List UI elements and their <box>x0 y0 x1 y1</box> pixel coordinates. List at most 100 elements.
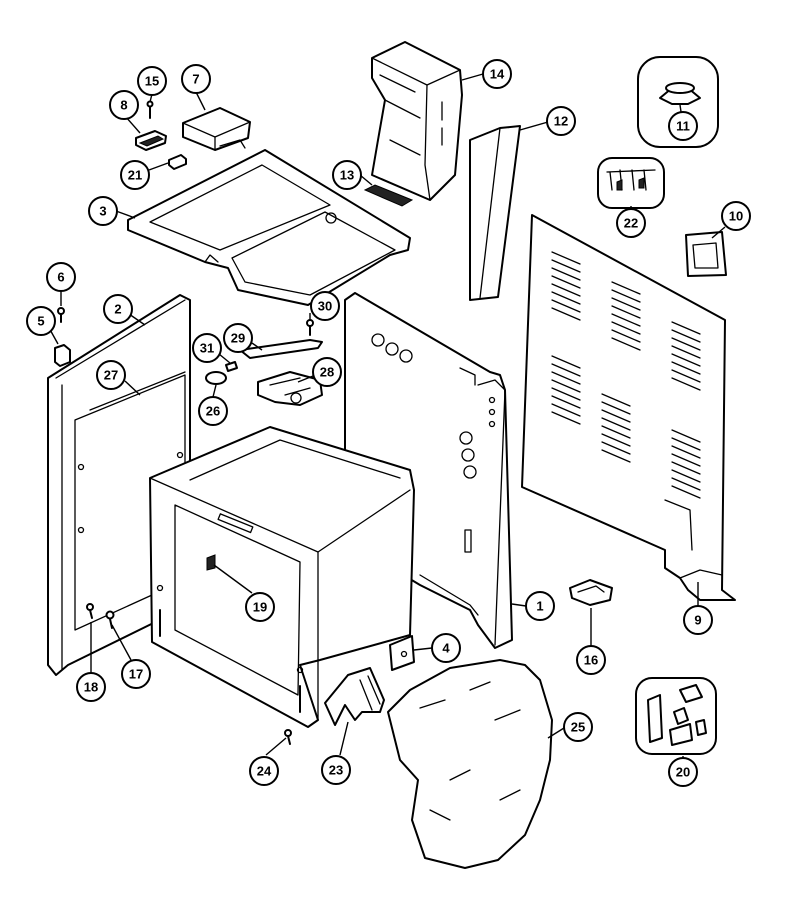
svg-text:31: 31 <box>200 341 214 356</box>
callout-1: 1 <box>525 591 555 621</box>
callout-23: 23 <box>321 755 351 785</box>
callout-4: 4 <box>431 633 461 663</box>
callout-9: 9 <box>683 605 713 635</box>
louver-slot <box>601 441 631 455</box>
callout-24: 24 <box>249 756 279 786</box>
callout-2: 2 <box>103 294 133 324</box>
louver-slot <box>671 361 701 375</box>
hinge-screw <box>284 729 292 745</box>
svg-text:24: 24 <box>257 764 272 779</box>
callout-10: 10 <box>721 201 751 231</box>
louver-slot <box>611 329 641 343</box>
leveling-bracket <box>569 579 613 606</box>
svg-text:21: 21 <box>128 168 142 183</box>
louver-slot <box>601 425 631 439</box>
svg-text:18: 18 <box>84 680 98 695</box>
callout-19: 19 <box>245 592 275 622</box>
callout-3: 3 <box>88 196 118 226</box>
louver-slot <box>671 329 701 343</box>
svg-text:3: 3 <box>99 204 106 219</box>
louver-slot <box>611 313 641 327</box>
svg-text:19: 19 <box>253 600 267 615</box>
door-hinge <box>324 667 385 726</box>
top-panel <box>127 149 411 306</box>
louver-slot <box>601 449 631 463</box>
louver-slot <box>611 297 641 311</box>
svg-text:12: 12 <box>554 114 568 129</box>
svg-text:30: 30 <box>318 299 332 314</box>
vertical-strip <box>469 125 521 301</box>
svg-text:17: 17 <box>129 667 143 682</box>
louver-slot <box>551 283 581 297</box>
small-screw <box>146 100 154 119</box>
svg-text:28: 28 <box>320 365 334 380</box>
louver-slot <box>671 429 701 443</box>
louver-slot <box>601 401 631 415</box>
module-box <box>182 107 251 151</box>
callout-8: 8 <box>109 90 139 120</box>
oven-cavity <box>149 426 415 728</box>
callout-29: 29 <box>223 323 253 353</box>
svg-text:9: 9 <box>694 613 701 628</box>
louver-slot <box>671 453 701 467</box>
louver-slot <box>671 445 701 459</box>
louver-slot <box>551 307 581 321</box>
louver-slot <box>601 393 631 407</box>
callout-5: 5 <box>26 306 56 336</box>
svg-text:11: 11 <box>676 119 690 134</box>
callout-27: 27 <box>96 360 126 390</box>
louver-slot <box>551 403 581 417</box>
callout-16: 16 <box>576 645 606 675</box>
svg-text:5: 5 <box>37 314 44 329</box>
louver-slot <box>551 355 581 369</box>
latch-assembly <box>205 319 323 406</box>
louver-slot <box>601 417 631 431</box>
hardware-kit-box <box>635 677 717 755</box>
louver-slot <box>551 251 581 265</box>
louver-slot <box>671 485 701 499</box>
louver-slot <box>671 461 701 475</box>
callout-22: 22 <box>616 208 646 238</box>
back-panel <box>521 214 736 601</box>
louver-slot <box>601 409 631 423</box>
callout-25: 25 <box>563 712 593 742</box>
svg-text:8: 8 <box>120 98 127 113</box>
callout-14: 14 <box>482 59 512 89</box>
louver-slot <box>611 305 641 319</box>
bumper <box>54 344 71 367</box>
louver-slot <box>611 321 641 335</box>
svg-text:23: 23 <box>329 763 343 778</box>
bracket-square <box>685 231 727 277</box>
callout-31: 31 <box>192 333 222 363</box>
louver-slot <box>551 379 581 393</box>
callout-21: 21 <box>120 160 150 190</box>
svg-text:7: 7 <box>192 72 199 87</box>
louver-slot <box>611 281 641 295</box>
callout-12: 12 <box>546 106 576 136</box>
callout-26: 26 <box>198 396 228 426</box>
svg-text:15: 15 <box>145 74 159 89</box>
clip-set-box <box>597 157 665 209</box>
svg-text:14: 14 <box>490 67 505 82</box>
louver-slot <box>551 275 581 289</box>
svg-text:10: 10 <box>729 209 743 224</box>
svg-text:4: 4 <box>442 641 450 656</box>
louver-slot <box>671 377 701 391</box>
svg-text:26: 26 <box>206 404 220 419</box>
louver-slot <box>671 337 701 351</box>
callout-15: 15 <box>137 66 167 96</box>
callout-30: 30 <box>310 291 340 321</box>
callout-17: 17 <box>121 659 151 689</box>
louver-slot <box>671 321 701 335</box>
callout-13: 13 <box>332 160 362 190</box>
svg-text:1: 1 <box>536 599 543 614</box>
terminal-block <box>363 184 414 207</box>
svg-text:20: 20 <box>676 765 690 780</box>
louver-slot <box>551 299 581 313</box>
callout-28: 28 <box>312 357 342 387</box>
svg-text:22: 22 <box>624 216 638 231</box>
louver-slot <box>551 411 581 425</box>
louver-slot <box>671 345 701 359</box>
svg-text:16: 16 <box>584 653 598 668</box>
